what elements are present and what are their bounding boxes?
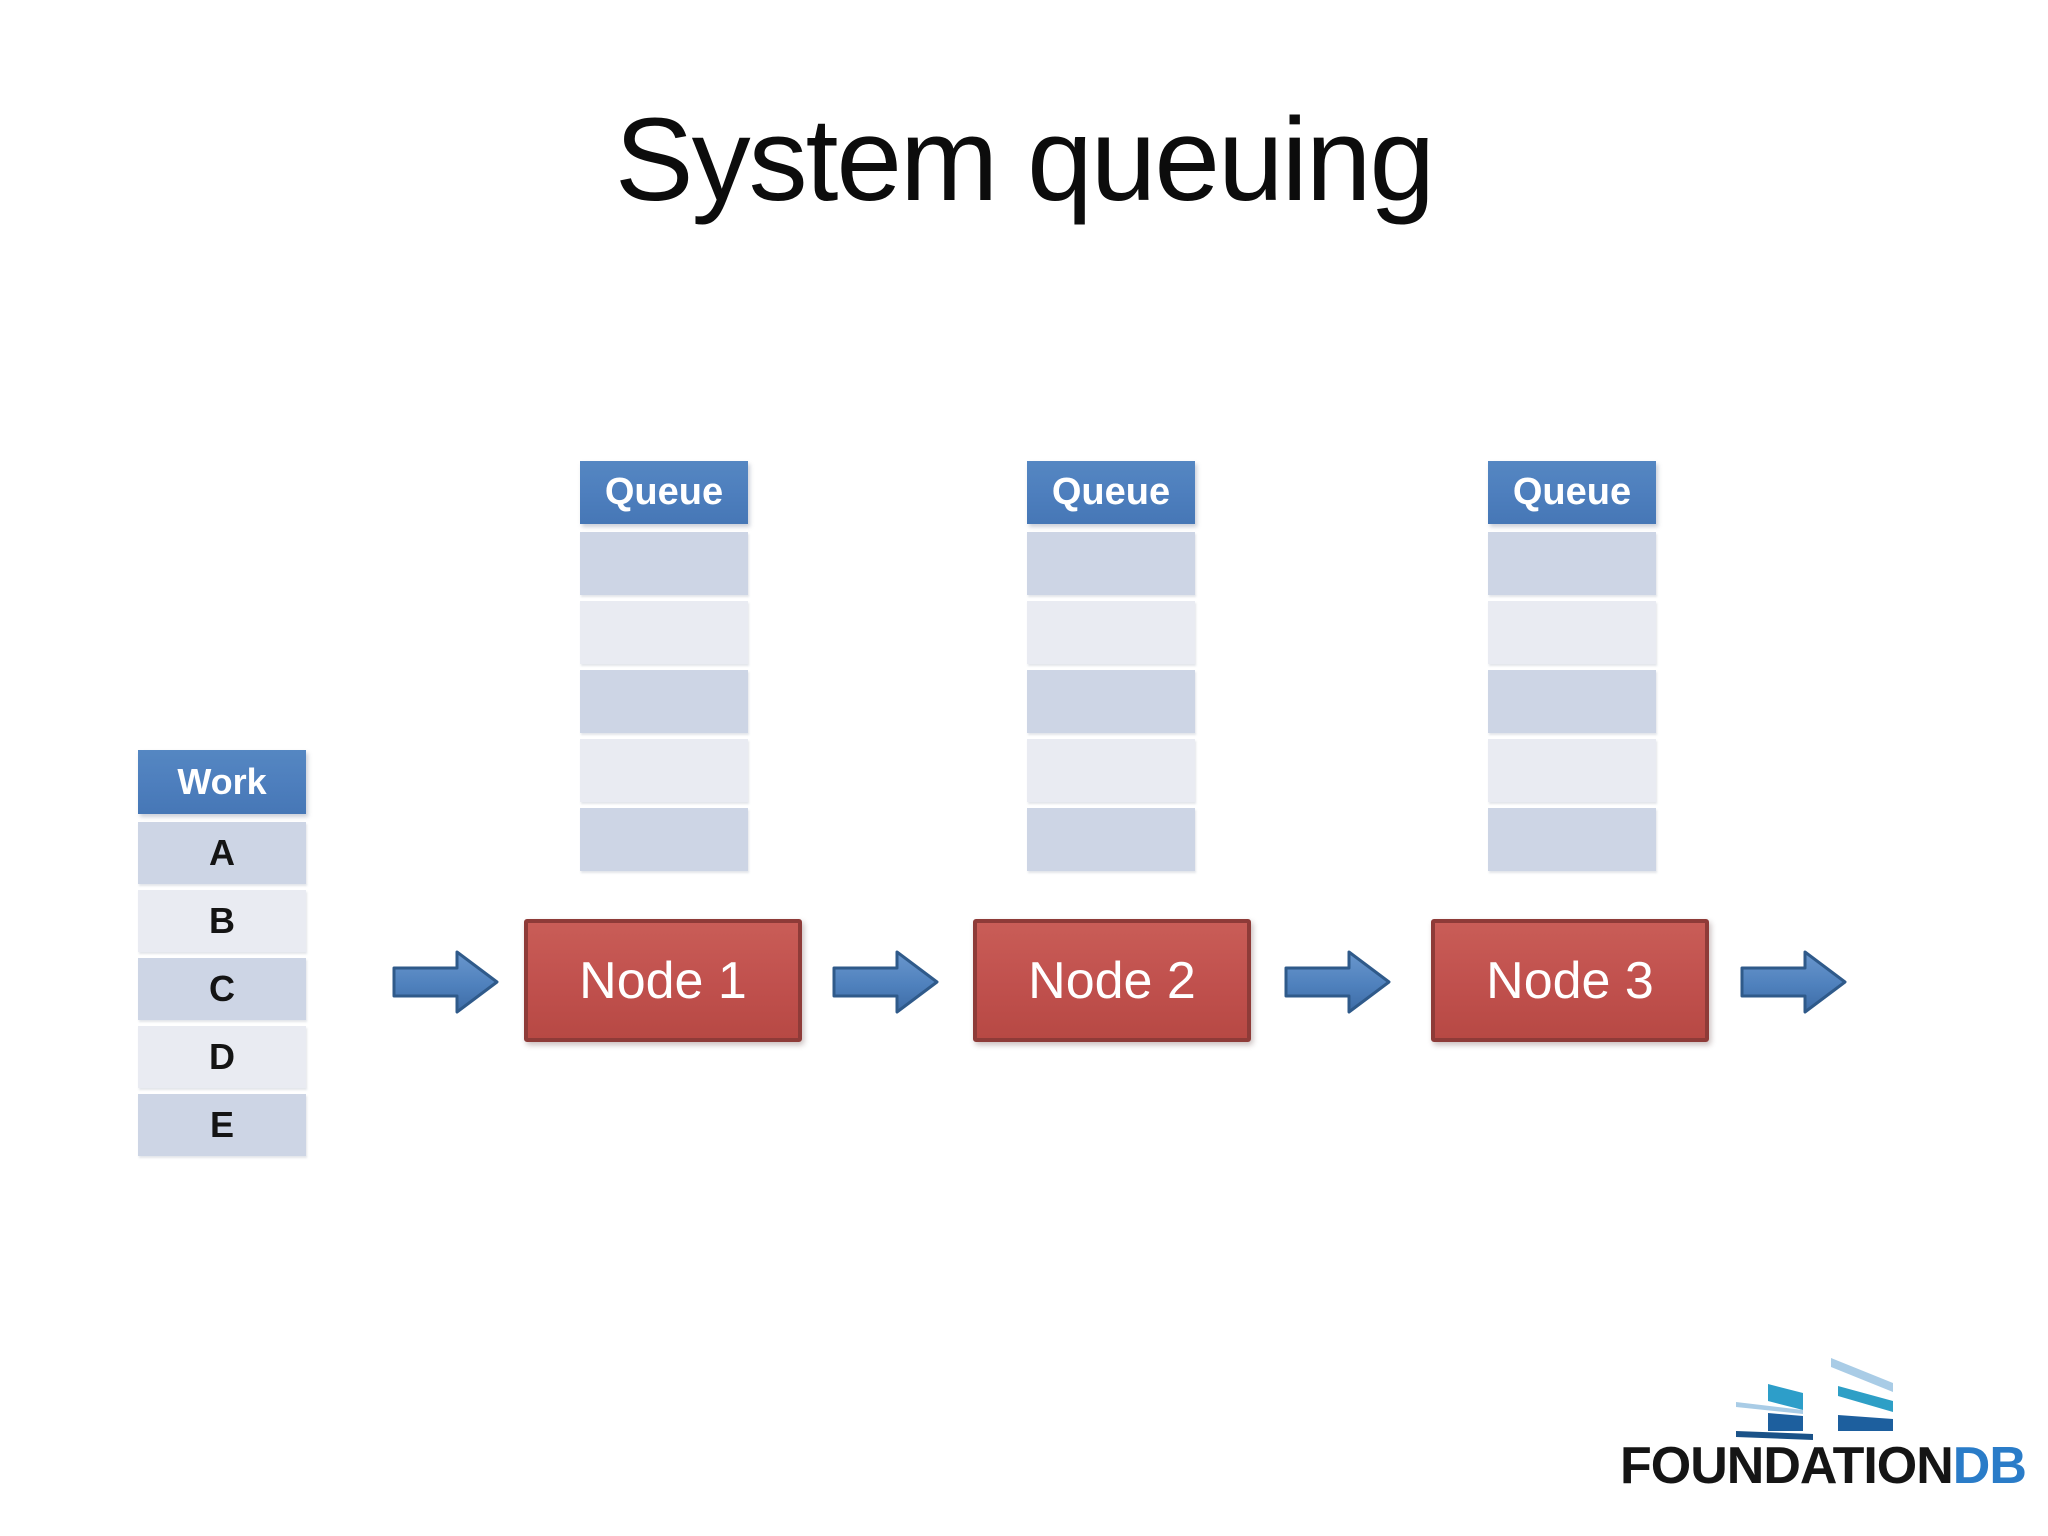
work-row: E bbox=[138, 1094, 306, 1156]
foundationdb-logo: FOUNDATIONDB bbox=[1620, 1348, 2030, 1514]
node-label: Node 3 bbox=[1486, 951, 1654, 1010]
queue-empty-row bbox=[1488, 532, 1656, 595]
work-row: D bbox=[138, 1026, 306, 1088]
queue-empty-row bbox=[1488, 601, 1656, 664]
queue-empty-row bbox=[1027, 601, 1195, 664]
flow-arrow-icon bbox=[1740, 950, 1847, 1014]
work-row: A bbox=[138, 822, 306, 884]
queue-empty-row bbox=[580, 601, 748, 664]
queue-empty-row bbox=[1027, 532, 1195, 595]
work-table: Work A B C D E bbox=[138, 750, 306, 1162]
queue-empty-row bbox=[1488, 739, 1656, 802]
logo-wordmark: FOUNDATIONDB bbox=[1620, 1436, 2030, 1496]
queue-table-2: Queue bbox=[1027, 461, 1195, 877]
node-label: Node 1 bbox=[579, 951, 747, 1010]
queue-empty-row bbox=[1027, 739, 1195, 802]
flow-arrow-icon bbox=[832, 950, 939, 1014]
queue-empty-row bbox=[1488, 808, 1656, 871]
queue-empty-row bbox=[580, 739, 748, 802]
node-1-box: Node 1 bbox=[524, 919, 802, 1042]
queue-table-1: Queue bbox=[580, 461, 748, 877]
flow-arrow-icon bbox=[1284, 950, 1391, 1014]
logo-suffix-text: DB bbox=[1952, 1437, 2027, 1495]
queue-empty-row bbox=[1027, 670, 1195, 733]
queue-header: Queue bbox=[1488, 461, 1656, 524]
work-row: C bbox=[138, 958, 306, 1020]
queue-empty-row bbox=[580, 532, 748, 595]
node-label: Node 2 bbox=[1028, 951, 1196, 1010]
foundationdb-building-icon bbox=[1736, 1358, 1893, 1440]
queue-table-3: Queue bbox=[1488, 461, 1656, 877]
logo-brand-text: FOUNDATION bbox=[1620, 1437, 1954, 1495]
node-3-box: Node 3 bbox=[1431, 919, 1709, 1042]
queue-empty-row bbox=[1488, 670, 1656, 733]
slide-title: System queuing bbox=[614, 94, 1435, 226]
queue-header: Queue bbox=[1027, 461, 1195, 524]
queue-header: Queue bbox=[580, 461, 748, 524]
work-row: B bbox=[138, 890, 306, 952]
flow-arrow-icon bbox=[392, 950, 499, 1014]
node-2-box: Node 2 bbox=[973, 919, 1251, 1042]
queue-empty-row bbox=[1027, 808, 1195, 871]
work-header: Work bbox=[138, 750, 306, 814]
queue-empty-row bbox=[580, 808, 748, 871]
queue-empty-row bbox=[580, 670, 748, 733]
